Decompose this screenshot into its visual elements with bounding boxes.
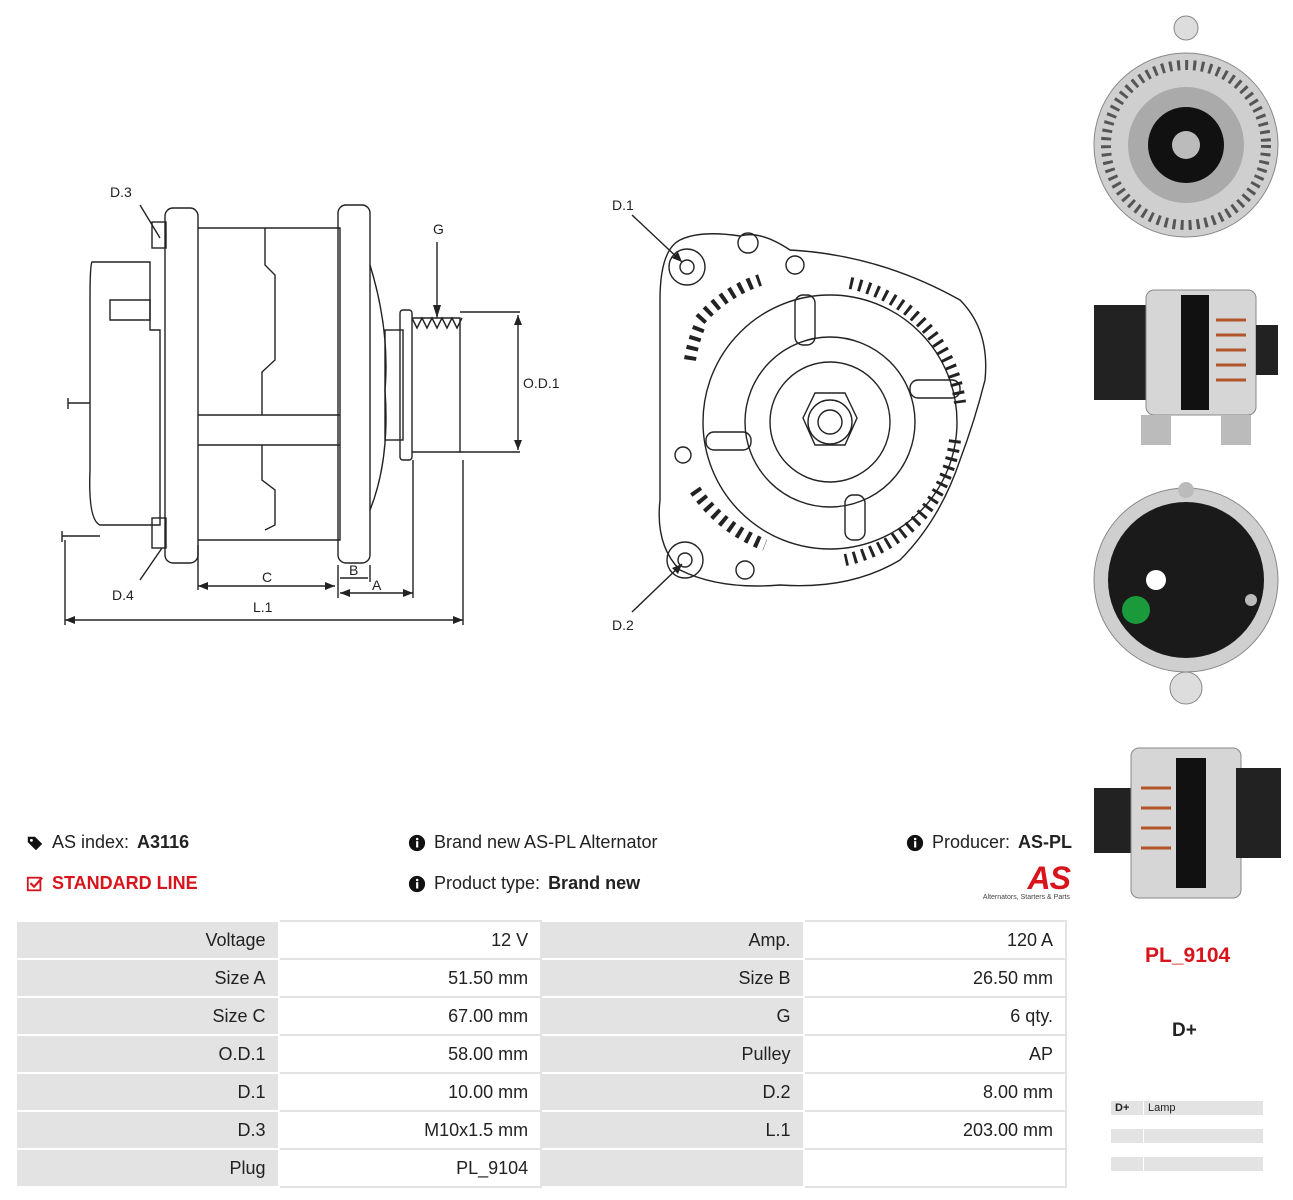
pin-row-empty xyxy=(1110,1128,1264,1144)
label-d1: D.1 xyxy=(612,197,634,213)
label-d3: D.3 xyxy=(110,184,132,200)
spec-key: Amp. xyxy=(540,920,805,960)
spec-key: D.3 xyxy=(15,1110,280,1150)
pin-row-empty xyxy=(1110,1156,1264,1172)
spec-value: 26.50 mm xyxy=(802,958,1068,998)
spec-key: Pulley xyxy=(540,1034,805,1074)
spec-value: M10x1.5 mm xyxy=(277,1110,543,1150)
plug-title: PL_9104 xyxy=(1145,944,1231,967)
alternator-front-photo xyxy=(1093,15,1279,238)
label-l1: L.1 xyxy=(253,599,273,615)
spec-value: 58.00 mm xyxy=(277,1034,543,1074)
alternator-rear-photo xyxy=(1093,482,1279,705)
label-b: B xyxy=(349,562,358,578)
label-od1: O.D.1 xyxy=(523,375,560,391)
tags-icon xyxy=(27,836,43,850)
standard-line-label: STANDARD LINE xyxy=(52,873,198,893)
spec-value: AP xyxy=(802,1034,1068,1074)
spec-value: 67.00 mm xyxy=(277,996,543,1036)
spec-key: D.2 xyxy=(540,1072,805,1112)
spec-key: Size B xyxy=(540,958,805,998)
pin-desc: Lamp xyxy=(1143,1100,1264,1116)
as-index-row: AS index: A3116 xyxy=(26,832,189,853)
spec-value: 120 A xyxy=(802,920,1068,960)
as-index-label: AS index: xyxy=(52,832,130,852)
spec-value: 203.00 mm xyxy=(802,1110,1068,1150)
spec-value: 8.00 mm xyxy=(802,1072,1068,1112)
spec-value: PL_9104 xyxy=(277,1148,543,1188)
spec-key: Size A xyxy=(15,958,280,998)
spec-key: Voltage xyxy=(15,920,280,960)
spec-key: L.1 xyxy=(540,1110,805,1150)
spec-key: O.D.1 xyxy=(15,1034,280,1074)
spec-value xyxy=(802,1148,1068,1188)
logo-mark: AS xyxy=(1027,860,1071,896)
brand-new-text: Brand new AS-PL Alternator xyxy=(434,832,658,852)
label-g: G xyxy=(433,221,444,237)
as-index-value: A3116 xyxy=(137,832,190,852)
as-pl-logo: AS Alternators, Starters & Parts xyxy=(965,860,1071,901)
spec-key xyxy=(540,1148,805,1188)
standard-line-row: STANDARD LINE xyxy=(26,873,198,894)
info-icon xyxy=(408,834,426,851)
label-d2: D.2 xyxy=(612,617,634,633)
spec-key: Size C xyxy=(15,996,280,1036)
pin-row: D+ Lamp xyxy=(1110,1100,1264,1116)
alternator-side2-photo xyxy=(1094,747,1281,899)
product-type-value: Brand new xyxy=(548,873,641,893)
alternator-side-photo xyxy=(1094,289,1278,445)
spec-key: D.1 xyxy=(15,1072,280,1112)
technical-drawing: D.3 D.4 G O.D.1 C B A L.1 D.1 D.2 xyxy=(61,184,987,633)
product-type-row: Product type: Brand new xyxy=(408,873,640,894)
product-type-label: Product type: xyxy=(434,873,541,893)
label-c: C xyxy=(262,569,272,585)
producer-value: AS-PL xyxy=(1018,832,1073,852)
spec-key: G xyxy=(540,996,805,1036)
info-icon xyxy=(408,875,426,892)
logo-tagline: Alternators, Starters & Parts xyxy=(982,894,1070,901)
plug-connector: D+ xyxy=(1172,1020,1197,1041)
brand-new-row: Brand new AS-PL Alternator xyxy=(408,832,657,853)
label-a: A xyxy=(372,577,382,593)
spec-value: 12 V xyxy=(277,920,543,960)
product-photos xyxy=(1080,0,1293,930)
pin-table: D+ Lamp xyxy=(1110,1100,1264,1172)
info-icon xyxy=(906,834,924,851)
producer-row: Producer: AS-PL xyxy=(906,832,1072,853)
spec-value: 6 qty. xyxy=(802,996,1068,1036)
label-d4: D.4 xyxy=(112,587,134,603)
producer-label: Producer: xyxy=(932,832,1011,852)
spec-key: Plug xyxy=(15,1148,280,1188)
check-square-icon xyxy=(26,876,44,891)
pin-id: D+ xyxy=(1110,1100,1144,1116)
spec-value: 51.50 mm xyxy=(277,958,543,998)
spec-value: 10.00 mm xyxy=(277,1072,543,1112)
